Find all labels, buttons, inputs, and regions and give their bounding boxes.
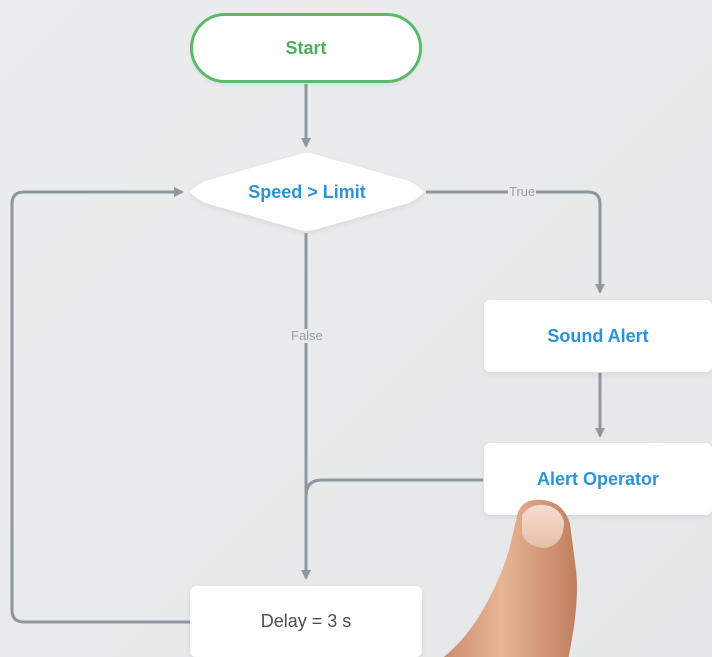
alert-operator-node[interactable]: Alert Operator [484,443,712,515]
sound-alert-node[interactable]: Sound Alert [484,300,712,372]
pointing-finger-icon [443,499,577,657]
edge-delay-loop-back [10,187,190,624]
decision-node-label: Speed > Limit [248,181,366,202]
delay-node-label: Delay = 3 s [260,611,352,631]
decision-diamond[interactable] [190,153,424,231]
edge-decision-true [426,190,605,294]
edge-label-true: True [508,184,537,199]
sound-alert-label: Sound Alert [547,325,649,346]
alert-operator-label: Alert Operator [536,468,660,489]
start-node-label: Start [285,37,327,58]
edge-operator-to-delay [304,478,483,497]
start-node[interactable]: Start [190,13,422,83]
decision-node-label-wrap: Speed > Limit [190,152,424,232]
delay-node[interactable]: Delay = 3 s [190,586,422,657]
edge-label-false: False [290,328,324,343]
